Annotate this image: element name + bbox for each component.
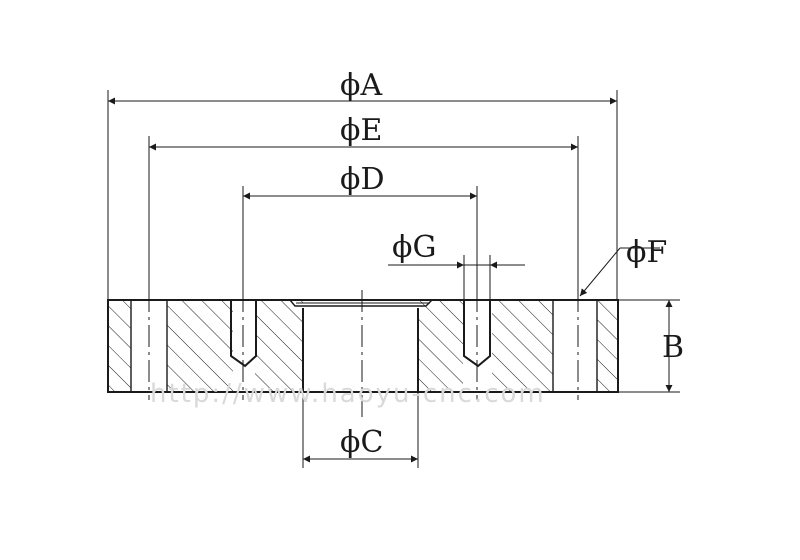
label-dia-f: ϕF [626, 235, 667, 270]
dimension-labels: ϕA ϕE ϕD ϕG ϕF B ϕC [340, 68, 684, 460]
label-dia-c: ϕC [340, 425, 383, 460]
flange-outline [107, 299, 619, 393]
dimension-lines [108, 97, 673, 463]
label-dia-a: ϕA [340, 68, 382, 103]
label-height-b: B [662, 330, 684, 365]
label-dia-e: ϕE [340, 113, 382, 148]
center-lines [148, 290, 579, 420]
section-hatching [109, 300, 617, 392]
watermark-url: http://www.haoyu-cnc.com [150, 379, 546, 409]
label-dia-d: ϕD [340, 162, 385, 197]
label-dia-g: ϕG [392, 230, 436, 265]
